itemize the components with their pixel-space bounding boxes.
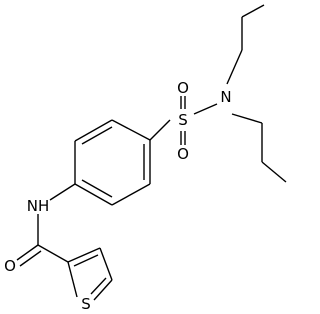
bond-carbonyl-o-a	[16, 244, 39, 261]
bond-benzene-nh	[49, 183, 76, 201]
bond-benzene-inner-2	[81, 179, 113, 198]
bond-thiophene-inner-1	[73, 254, 99, 267]
bond-thiophene-1	[67, 247, 101, 263]
bond-benzene-inner-1	[81, 126, 113, 145]
atom-label-sulfonamide-nitrogen: N	[220, 88, 231, 106]
bond-thiophene-4	[67, 261, 78, 298]
bond-benzene-1	[111, 119, 151, 141]
structure-canvas: N S O O NH O S	[4, 4, 287, 313]
bond-thiophene-inner-2	[90, 277, 107, 295]
bond-lower-propyl-3	[261, 161, 287, 183]
atom-label-sulfonyl-oxygen-top: O	[177, 79, 189, 97]
bond-benzene-4	[74, 183, 113, 206]
bond-sulfonamide-n-s	[193, 103, 218, 115]
bond-benzene-2	[74, 119, 113, 142]
atom-label-sulfonyl-sulfur: S	[178, 111, 188, 129]
atom-label-sulfonyl-oxygen-bottom: O	[177, 145, 189, 163]
bond-carbonyl-thiophene	[37, 244, 69, 263]
bond-s-benzene	[149, 119, 171, 141]
bond-thiophene-2	[99, 247, 113, 281]
bond-upper-propyl-3	[226, 49, 243, 85]
atom-label-amide-nitrogen: NH	[27, 197, 50, 215]
bond-carbonyl-o-b	[19, 250, 42, 267]
bond-lower-propyl-1	[231, 113, 263, 124]
bond-upper-propyl-1	[241, 4, 265, 18]
atom-label-thiophene-sulfur: S	[81, 295, 91, 313]
bond-thiophene-3	[93, 279, 113, 301]
bond-benzene-5	[111, 183, 151, 206]
atom-label-carbonyl-oxygen: O	[4, 257, 16, 275]
chemical-structure-drawing: N S O O NH O S	[4, 4, 287, 313]
